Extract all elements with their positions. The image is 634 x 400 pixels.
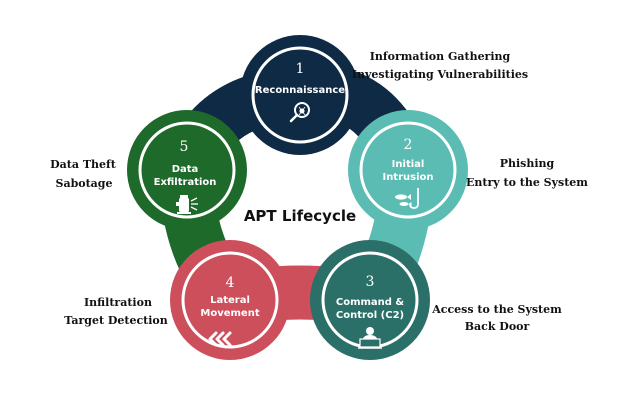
stage-number: 1: [296, 61, 305, 77]
hydrant-leak-icon: [176, 195, 198, 214]
stage-title: Lateral: [210, 295, 250, 306]
stage-1-notes: Information Gathering Investigating Vuln…: [352, 50, 528, 81]
stage-disc: [170, 240, 290, 360]
stage-disc-ring: [359, 121, 457, 219]
note-line: Data Theft: [50, 158, 117, 171]
stage-initial-intrusion: 2 Initial Intrusion: [348, 110, 468, 230]
stage-number: 2: [404, 137, 413, 153]
chevrons-left-icon: [208, 331, 232, 347]
stage-number: 5: [180, 139, 189, 155]
note-line: Target Detection: [64, 314, 168, 327]
stage-disc: [240, 35, 360, 155]
stage-command-control: 3 Command & Control (C2): [310, 240, 430, 360]
stage-2-notes: Phishing Entry to the System: [466, 157, 588, 189]
stage-title: Reconnaissance: [255, 85, 345, 96]
note-line: Infiltration: [84, 296, 152, 309]
stage-disc: [310, 240, 430, 360]
stage-title: Initial: [392, 159, 425, 170]
note-line: Back Door: [465, 320, 530, 333]
stage-reconnaissance: 1 Reconnaissance: [240, 35, 360, 155]
stage-disc: [127, 110, 247, 230]
note-line: Investigating Vulnerabilities: [352, 68, 528, 81]
stage-number: 3: [366, 274, 375, 290]
note-line: Access to the System: [431, 303, 562, 316]
stage-title: Movement: [200, 308, 259, 319]
note-line: Phishing: [500, 157, 555, 170]
stage-title: Control (C2): [336, 310, 404, 321]
stage-data-exfiltration: 5 Data Exfiltration: [127, 110, 247, 230]
stage-title: Exfiltration: [154, 177, 217, 188]
note-line: Information Gathering: [370, 50, 511, 63]
diagram-title: APT Lifecycle: [244, 207, 356, 225]
fish-hook-icon: [395, 188, 419, 209]
stage-lateral-movement: 4 Lateral Movement: [170, 240, 290, 360]
stage-5-notes: Data Theft Sabotage: [50, 158, 117, 190]
hacker-laptop-icon: [358, 327, 382, 349]
note-line: Sabotage: [56, 177, 113, 190]
note-line: Entry to the System: [466, 176, 588, 189]
stage-disc-ring: [181, 251, 279, 349]
stage-title: Intrusion: [382, 172, 433, 183]
stage-disc-ring: [138, 121, 236, 219]
stage-title: Data: [172, 164, 199, 175]
stage-3-notes: Access to the System Back Door: [431, 303, 562, 333]
stage-title: Command &: [336, 297, 405, 308]
stage-number: 4: [226, 275, 235, 291]
magnifier-bug-icon: [289, 102, 310, 123]
stage-disc: [348, 110, 468, 230]
stage-disc-ring: [251, 46, 349, 144]
stage-4-notes: Infiltration Target Detection: [64, 296, 168, 327]
